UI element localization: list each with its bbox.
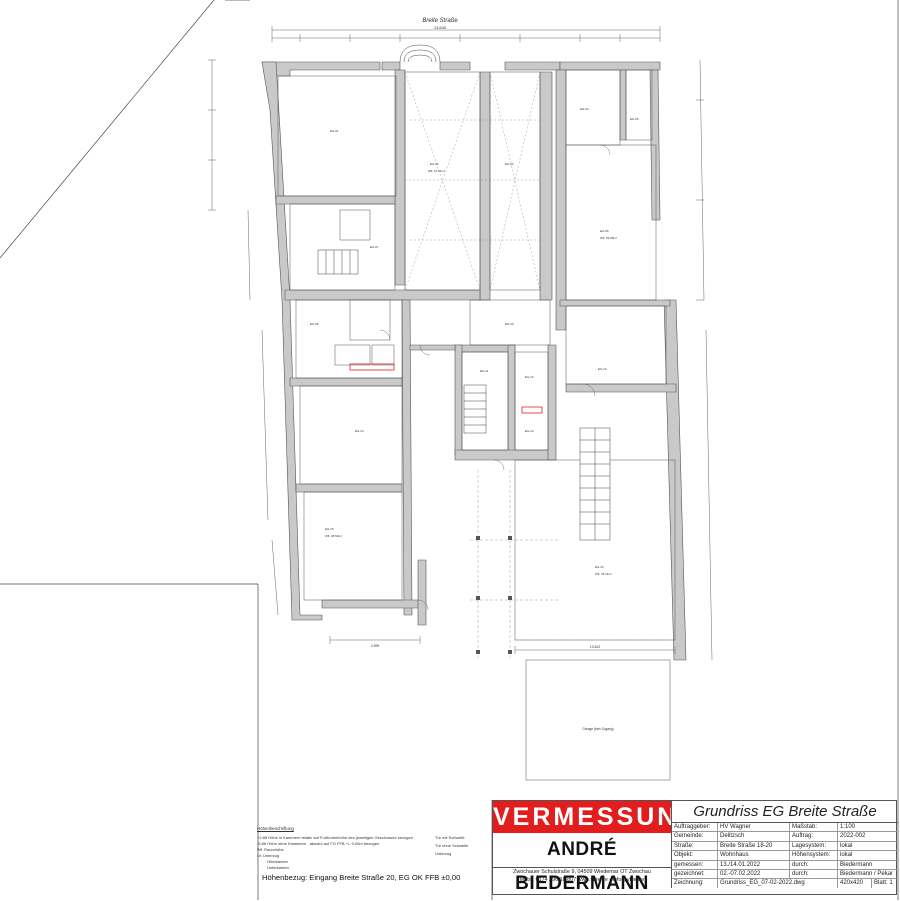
room-labels: EG.01 EG.02 EG.03 EG.04 EG.05 EG.06 EG.0… [310,107,639,569]
table-row: gemessen: 13./14.01.2022 durch: Biederma… [672,860,898,870]
room-outlines [277,69,676,781]
address-line: Zwochauer Schulstraße 9, 04509 Wiedemar … [513,869,651,875]
height-reference-note: Höhenbezug: Eingang Breite Straße 20, EG… [262,873,461,882]
room-label: EG.03 [505,162,514,166]
area-label: Wfl. 78.41m² [595,572,612,576]
room-label: EG.14 [525,429,534,433]
legend-item: Oberkanten [267,859,288,864]
area-label: Wfl. 67.51m² [428,169,445,173]
legend-item: +2.88 Höhe in Kammern relativ auf Fußbod… [257,835,413,840]
stair-left [317,249,359,275]
field-value: lokal [840,852,853,859]
bottom-dimension-lines [329,636,676,654]
legend-item: Unterkanten [267,865,289,870]
room-label: EG.16 [595,565,604,569]
top-dimension-value: 13.845 [434,25,447,30]
field-label: Lagesystem: [790,841,838,851]
room-label: EG.11 [480,369,489,373]
field-value: Biedermann / Pekar [840,870,894,877]
top-dimension-line [271,26,661,42]
table-row: Gemeinde: Delitzsch Auftrag: 2022-002 [672,832,898,842]
left-dimension-value: 4.995 [371,644,380,648]
field-value: Blatt: 1 [874,880,893,887]
ceiling-diagonals [404,71,541,291]
stair-core [463,384,487,434]
field-label: Zeichnung: [672,879,718,888]
field-label: durch: [790,860,838,869]
room-label: EG.12 [525,375,534,379]
room-label: EG.10 [598,367,607,371]
walls [261,61,687,661]
field-label: gezeichnet: [672,869,718,879]
field-value: HV Wagner [718,823,790,832]
field-label: Gemeinde: [672,832,718,841]
title-block-table: Auftraggeber: HV Wagner Maßstab: 1:100 G… [671,823,898,888]
drawing-title: Grundriss EG Breite Straße [671,801,898,823]
legend-item: Tür ohne Schwelle [435,843,469,848]
field-label: Straße: [672,841,718,851]
contact-line: Mobil: 0174 / 96 18 807 www.vbie.de • in… [519,877,645,883]
area-label: Wfl. 53.86m² [600,236,617,240]
area-labels: Wfl. 67.51m² Wfl. 53.86m² Wfl. 78.41m² W… [325,169,617,576]
company-address: Zwochauer Schulstraße 9, 04509 Wiedemar … [493,868,671,884]
field-label: Maßstab: [790,823,838,832]
left-dimension-line [208,59,279,616]
table-row: Objekt: Wohnhaus Höhensystem: lokal [672,851,898,861]
field-label: Objekt: [672,851,718,860]
title-block: VERMESSUNG ANDRÉ BIEDERMANN Zwochauer Sc… [492,800,898,895]
field-value: Wohnhaus [718,851,790,860]
field-label: gemessen: [672,860,718,869]
red-markers [349,363,543,414]
room-label: EG.09 [505,322,514,326]
hall-grid-lines [470,470,670,660]
legend-item: Ui: Unterzug [257,853,280,858]
table-row: Auftraggeber: HV Wagner Maßstab: 1:100 [672,823,898,833]
room-label: EG.08 [310,322,319,326]
field-value: 1:100 [840,824,856,830]
field-value: Breite Straße 18-20 [718,841,790,851]
field-label: durch: [790,869,838,879]
room-label: EG.02 [430,162,439,166]
bottom-dimension-value: 13.402 [590,645,600,649]
legend-title: Höhenbeschriftung [257,826,294,831]
room-label: EG.06 [600,229,609,233]
field-value: Delitzsch [718,832,790,841]
legend-item: Tür mit Schwelle [435,835,465,840]
street-label: Breite Straße [422,18,458,24]
room-label: EG.01 [330,129,339,133]
height-legend: Höhenbeschriftung +2.88 Höhe in Kammern … [257,826,487,882]
room-label: EG.15 [325,527,334,531]
legend-item: Unterzug [435,851,452,856]
area-label: Wfl. 28.59m² [325,534,342,538]
field-value: 2022-002 [840,833,866,840]
table-row: Straße: Breite Straße 18-20 Lagesystem: … [672,841,898,852]
legend-item: Wf: Raumhöhe [257,847,284,852]
stair-main [579,427,611,541]
table-row: Zeichnung: Grundriss_EG_07-02-2022.dwg 4… [672,879,898,888]
room-label: EG.04 [580,107,589,111]
legend-item: -5.86 Höhe ohne Klammern - absolut auf F… [257,841,380,846]
field-label: Auftraggeber: [672,823,718,832]
logo-vermessung: VERMESSUNG [493,801,701,833]
right-dimension-line [696,59,713,661]
field-label: Auftrag: [790,832,838,841]
field-value: Grundriss_EG_07-02-2022.dwg [718,879,838,888]
field-value: 02.-07.02.2022 [718,869,790,879]
room-label: EG.07 [370,245,379,249]
field-value: 13./14.01.2022 [718,860,790,869]
field-value: lokal [840,842,853,849]
door-swings [379,144,611,611]
room-label: EG.05 [630,117,639,121]
field-value: Biedermann [840,861,873,868]
front-entrance-steps [399,44,441,63]
table-row: gezeichnet: 02.-07.02.2022 durch: Bieder… [672,869,898,880]
garage-label: Garage (kein Zugang) [582,727,613,731]
hall-columns [476,536,512,654]
field-label: Höhensystem: [790,851,838,860]
field-value: 420x420 [838,879,872,888]
logo-name: ANDRÉ BIEDERMANN [493,833,671,894]
room-label: EG.13 [355,429,364,433]
